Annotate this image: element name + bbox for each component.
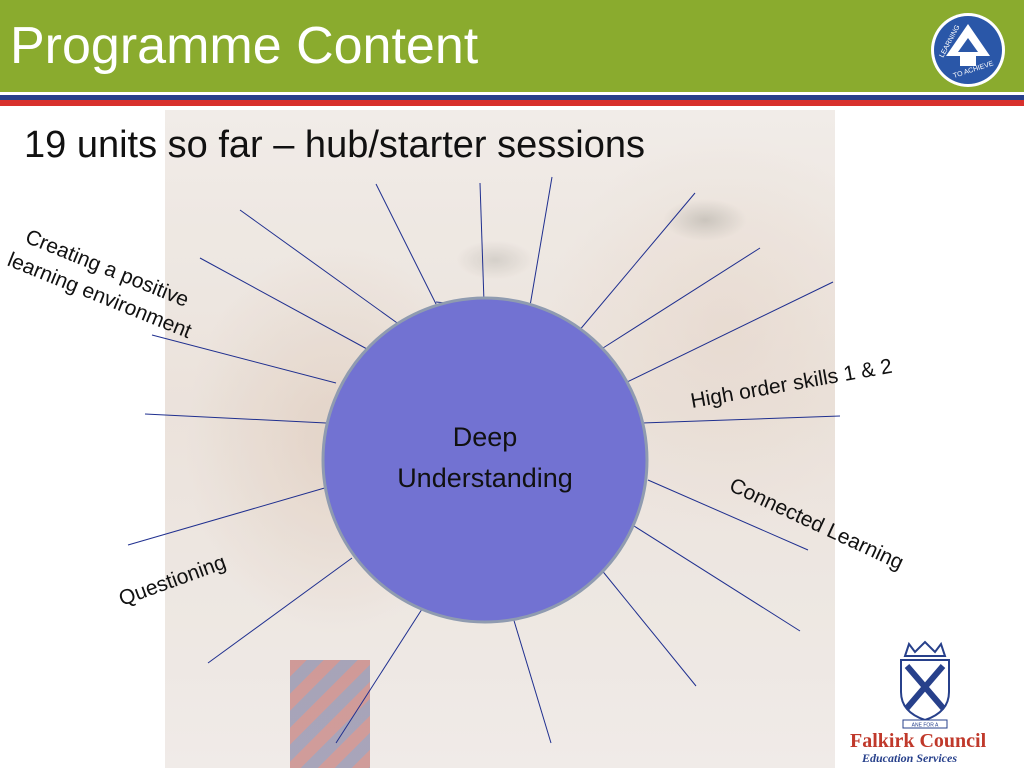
- crest-crown-icon: [903, 640, 947, 657]
- crest-motto-text: ANE FOR A: [912, 723, 939, 729]
- slide-subtitle: 19 units so far – hub/starter sessions: [24, 124, 645, 166]
- spoke-line: [602, 247, 761, 349]
- hub-circle: [321, 296, 649, 624]
- council-name: Falkirk Council: [850, 730, 987, 752]
- crest-motto-scroll: [902, 719, 948, 729]
- spoke-line: [127, 486, 329, 546]
- spoke-line: [375, 183, 439, 309]
- spoke-line: [335, 605, 425, 744]
- background-tie: [290, 660, 370, 768]
- falkirk-council-crest: ANE FOR A: [900, 640, 950, 729]
- spoke-line: [239, 209, 401, 326]
- spoke-line: [479, 182, 485, 303]
- header-bar: [0, 0, 1024, 92]
- header-stripe-white: [0, 92, 1024, 95]
- slide-title: Programme Content: [10, 17, 479, 75]
- header-stripe-red: [0, 100, 1024, 106]
- spoke-line: [151, 334, 337, 384]
- label-high-order-skills: High order skills 1 & 2: [689, 355, 894, 413]
- logo-arrow-cutout: [958, 38, 978, 52]
- label-connected-learning: Connected Learning: [726, 474, 907, 575]
- learning-to-achieve-logo: LEARNING TO ACHIEVE: [931, 13, 1005, 87]
- spokes-group: [127, 176, 841, 744]
- spoke-line: [647, 479, 809, 551]
- spoke-line: [207, 557, 353, 664]
- spoke-line: [599, 567, 697, 687]
- hub-label-line2: Understanding: [397, 463, 573, 493]
- crest-saltire: [904, 664, 946, 710]
- label-questioning: Questioning: [116, 551, 229, 611]
- spoke-line: [511, 613, 552, 744]
- spoke-line: [577, 192, 696, 333]
- spoke-line: [633, 525, 801, 632]
- spoke-line: [144, 413, 327, 424]
- council-department: Education Services: [862, 751, 957, 765]
- spoke-line: [624, 281, 834, 384]
- hub-label-line1: Deep: [453, 422, 518, 452]
- spoke-line: [529, 176, 553, 307]
- spoke-line: [641, 415, 841, 424]
- label-creating-positive: Creating a positive learning environment: [4, 225, 195, 343]
- header-stripe-blue: [0, 95, 1024, 100]
- spoke-line: [199, 257, 368, 350]
